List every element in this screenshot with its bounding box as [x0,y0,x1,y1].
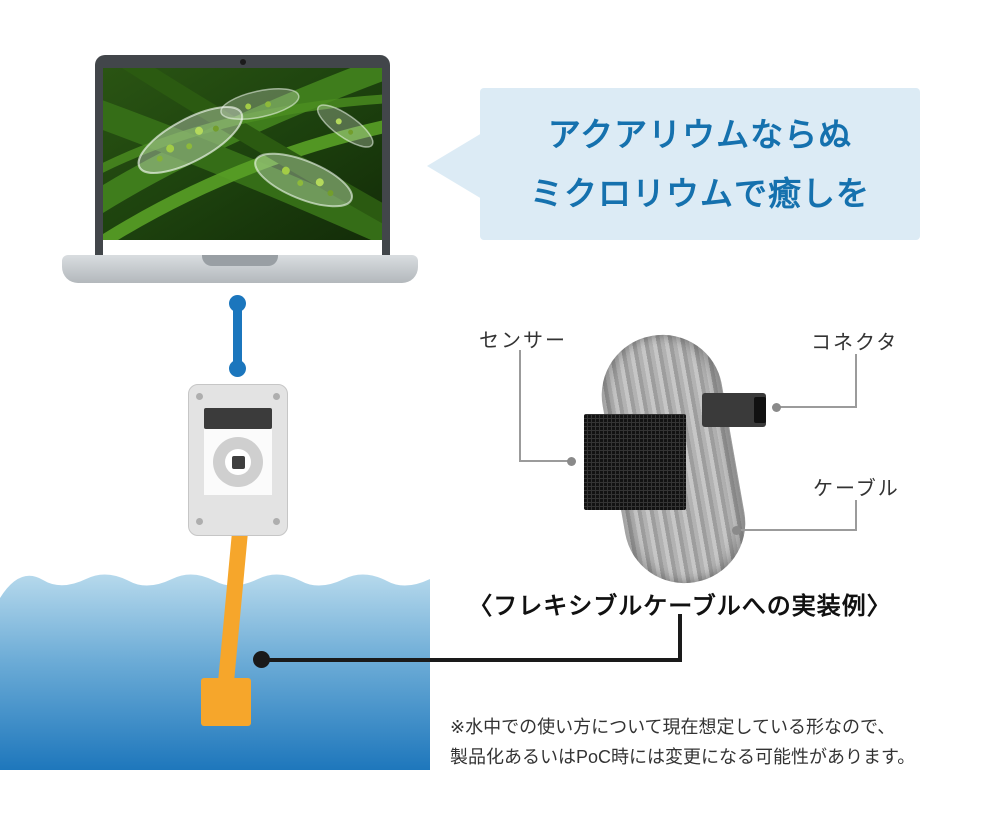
sensor-chip [584,414,686,510]
device-front-panel [204,429,272,495]
pointer-dot [253,651,270,668]
cable-strand [218,532,248,682]
leader-line-connector [776,406,857,408]
connector-block [702,393,766,427]
camera-device [188,384,288,536]
connector-tip [754,397,766,423]
label-sensor: センサー [479,330,567,352]
label-cable: ケーブル [813,478,900,500]
orange-cable [201,532,251,726]
screw-icon [273,393,280,400]
connection-line [233,301,242,371]
device-top-strip [204,408,272,429]
screw-icon [273,518,280,525]
bubble-text-line2: ミクロリウムで癒しを [530,175,870,212]
pointer-line-vertical [678,614,682,662]
laptop-hinge-notch [202,255,278,266]
label-connector: コネクタ [811,332,899,354]
leader-line-sensor [519,460,571,462]
implementation-caption: 〈フレキシブルケーブルへの実装例〉 [468,593,892,620]
speech-bubble: アクアリウムならぬ ミクロリウムで癒しを [480,88,920,240]
leader-dot-sensor [567,457,576,466]
laptop-screen [95,55,390,255]
leader-line-cable [736,529,857,531]
speech-bubble-tail [427,133,482,199]
connection-dot-top [229,295,246,312]
leader-dot-connector [772,403,781,412]
laptop-base [62,255,418,283]
leader-line-connector [855,354,857,408]
pointer-line-horizontal [262,658,680,662]
bubble-text-line1: アクアリウムならぬ [547,116,853,153]
cable-plug [201,678,251,726]
footnote-line2: 製品化あるいはPoC時には変更になる可能性があります。 [450,747,916,767]
camera-lens [213,437,263,487]
laptop-display [103,68,382,255]
screw-icon [196,518,203,525]
leader-line-sensor [519,350,521,462]
connection-dot-bottom [229,360,246,377]
lens-core [231,455,245,469]
water-surface [0,574,430,770]
leader-line-cable [855,500,857,531]
microscopy-image [103,68,382,240]
webcam-icon [239,59,246,65]
footnote: ※水中での使い方について現在想定している形なので、 製品化あるいはPoC時には変… [450,712,915,772]
footnote-line1: ※水中での使い方について現在想定している形なので、 [450,717,896,737]
lens-ring [225,449,251,475]
leader-dot-cable [732,526,741,535]
screw-icon [196,393,203,400]
